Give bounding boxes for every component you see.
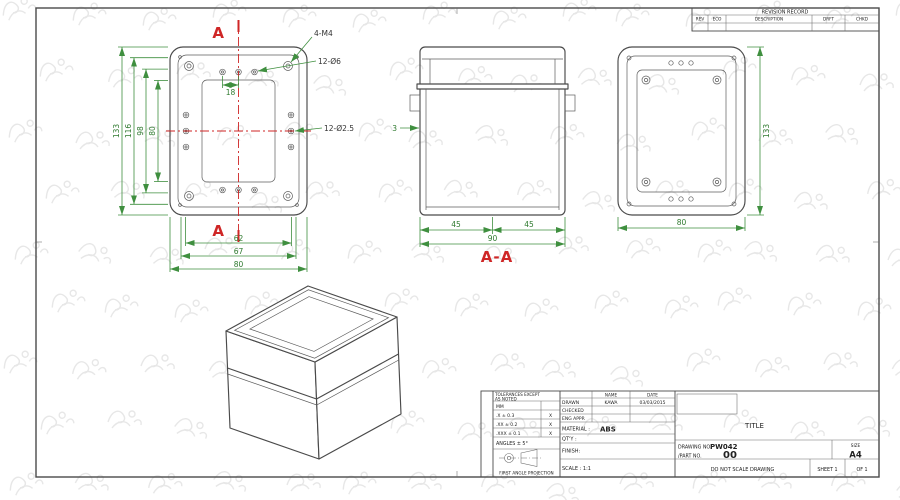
dim-133: 133 — [112, 124, 121, 139]
back-view: 133 80 — [617, 46, 771, 231]
isometric-view — [225, 285, 402, 460]
callout-12-d6: 12-Ø6 — [318, 57, 341, 66]
logo-box — [676, 393, 738, 415]
tolerance-note-1: TOLERANCES EXCEPT — [494, 392, 540, 397]
tolerance-block: TOLERANCES EXCEPT AS NOTED MM .X ± 0.3 .… — [493, 392, 560, 476]
title-section: TITLE DRAWING NO. PW042 /PART NO. 00 SIZ… — [675, 393, 879, 477]
top-view-18-dim: 18 — [222, 76, 239, 97]
tol-unit: MM — [496, 404, 504, 410]
section-letter-top: A — [212, 24, 224, 42]
eng-appr-label: ENG APPR — [562, 416, 585, 422]
checked-label: CHECKED — [562, 408, 584, 414]
section-view-label: A-A — [481, 248, 513, 266]
section-letter-bottom: A — [212, 222, 224, 240]
top-view-callouts: 4-M4 12-Ø6 12-Ø2.5 — [257, 29, 354, 133]
tolerance-note-2: AS NOTED — [495, 396, 517, 401]
sheet-frame — [35, 7, 880, 478]
dim-133-back: 133 — [762, 124, 771, 139]
angles-note: ANGLES ± 5° — [496, 441, 528, 447]
section-line-a: A A — [166, 20, 314, 242]
back-view-right-dim: 133 — [747, 46, 771, 216]
material-label: MATERIAL : — [562, 427, 590, 433]
revision-col-drft: DRFT — [823, 17, 834, 22]
revision-col-chkd: CHKD — [856, 17, 868, 22]
dim-116: 116 — [124, 124, 133, 139]
part-no-label: /PART NO. — [678, 454, 702, 460]
section-bottom-dims: 45 45 90 — [419, 217, 566, 247]
part-no-value: 00 — [723, 450, 737, 461]
tol-row-2: .XX ± 0.2 — [496, 422, 518, 428]
tol-row-1: .X ± 0.3 — [496, 413, 514, 419]
dim-45-left: 45 — [451, 220, 461, 229]
revision-col-eco: ECO — [713, 17, 723, 22]
finish-label: FINISH: — [562, 449, 580, 455]
revision-table: REVISION RECORD REV ECO DESCRIPTION DRFT… — [691, 7, 880, 32]
dim-62: 62 — [234, 234, 244, 243]
date-header: DATE — [647, 393, 658, 398]
dim-80-back: 80 — [677, 218, 687, 227]
size-label: SIZE — [851, 443, 861, 448]
dim-80-bottom: 80 — [234, 260, 244, 269]
tol-row-3: .XXX ± 0.1 — [496, 431, 521, 437]
projection-label: FIRST ANGLE PROJECTION — [499, 471, 553, 476]
revision-col-rev: REV — [696, 17, 705, 22]
section-view: 3 45 45 90 A-A — [392, 46, 576, 266]
sheet-label: SHEET 1 — [817, 467, 837, 473]
projection-symbol-icon — [499, 449, 542, 467]
boss-holes — [182, 68, 295, 194]
drawing-no-value: PW042 — [710, 443, 738, 451]
scale-label: SCALE : 1:1 — [562, 466, 591, 472]
do-not-scale-note: DO NOT SCALE DRAWING — [711, 467, 775, 473]
drawn-name: KAWA — [605, 400, 619, 406]
top-view-bottom-dims: 62 67 80 — [169, 217, 308, 272]
callout-12-d25: 12-Ø2.5 — [324, 124, 354, 133]
approvals-block: NAME DATE DRAWN KAWA 03/03/2015 CHECKED … — [560, 391, 675, 472]
top-view-left-dims: 133 116 98 80 — [112, 46, 168, 216]
top-view: A A 133 116 98 80 18 — [112, 20, 354, 272]
title-block: TOLERANCES EXCEPT AS NOTED MM .X ± 0.3 .… — [480, 390, 880, 478]
revision-table-title: REVISION RECORD — [762, 10, 809, 16]
dim-18: 18 — [226, 88, 236, 97]
section-wall-dim: 3 — [392, 124, 419, 133]
drawn-date: 03/03/2015 — [640, 400, 666, 406]
back-view-bottom-dim: 80 — [617, 217, 746, 231]
qty-label: QT'Y : — [562, 437, 577, 443]
dim-45-right: 45 — [524, 220, 534, 229]
callout-4-m4: 4-M4 — [314, 29, 333, 38]
drawing-no-label: DRAWING NO. — [678, 445, 712, 451]
material-value: ABS — [600, 426, 616, 434]
tol-mark-2: X — [549, 422, 552, 428]
dim-3: 3 — [392, 124, 397, 133]
tol-mark-1: X — [549, 413, 552, 419]
drawn-label: DRAWN — [562, 400, 579, 406]
title-label: TITLE — [744, 422, 764, 430]
revision-col-desc: DESCRIPTION — [755, 17, 783, 22]
dim-98: 98 — [136, 126, 145, 136]
of-label: OF 1 — [856, 467, 867, 473]
dim-67: 67 — [234, 247, 244, 256]
dim-90: 90 — [488, 234, 498, 243]
tol-mark-3: X — [549, 431, 552, 437]
dim-80-left: 80 — [148, 126, 157, 136]
size-value: A4 — [849, 451, 862, 461]
name-header: NAME — [605, 393, 618, 398]
